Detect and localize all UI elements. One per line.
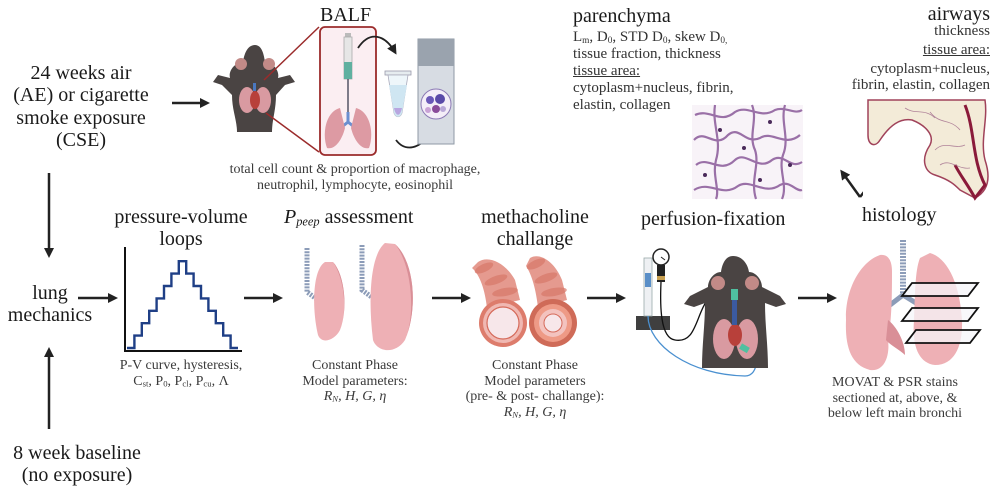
metric-sub: m	[582, 35, 590, 46]
histology-lungs-icon	[845, 240, 982, 371]
pv-loops-caption: P-V curve, hysteresis, Cst, P0, Pcl, Pcu…	[96, 358, 266, 389]
exposure-line: (CSE)	[56, 129, 106, 152]
metric-sub: 0,	[720, 35, 728, 46]
methacholine-airways-icon	[472, 256, 577, 347]
methacholine-title: methacholine challange	[460, 206, 610, 251]
param-sub: N	[512, 409, 519, 420]
parenchyma-metrics: Lm, D0, STD D0, skew D0, tissue fraction…	[573, 29, 734, 113]
lung-mechanics-line: lung	[32, 282, 68, 304]
metric-text: , skew D	[667, 29, 721, 45]
arrow-histology-to-parenchyma	[840, 169, 862, 198]
baseline-label: 8 week baseline (no exposure)	[2, 442, 152, 487]
ppeep-title-rest: assessment	[319, 206, 414, 228]
airway-histology-image	[863, 99, 991, 201]
sample-tube-icon	[384, 70, 412, 118]
parenchyma-line: tissue fraction, thickness	[573, 46, 721, 63]
lung-mechanics-line: mechanics	[7, 304, 93, 327]
parenchyma-line: cytoplasm+nucleus, fibrin,	[573, 79, 734, 96]
parenchyma-line: elastin, collagen	[573, 96, 671, 113]
metric-text: , STD D	[612, 29, 663, 45]
ppeep-lungs-icon	[304, 243, 413, 351]
methacholine-caption: Constant Phase Model parameters (pre- & …	[450, 358, 620, 421]
airways-title: airways	[927, 3, 990, 25]
param-sub: 0	[163, 378, 168, 389]
param-text: R	[503, 405, 513, 421]
exposure-line: smoke exposure	[16, 106, 146, 129]
ppeep-params: RN, H, G, η	[280, 389, 430, 405]
balf-title: BALF	[320, 4, 372, 26]
param-text: C	[133, 373, 143, 389]
methacholine-title-line: challange	[496, 228, 574, 251]
histology-caption: MOVAT & PSR stains sectioned at, above, …	[805, 375, 985, 422]
exposure-label: 24 weeks air (AE) or cigarette smoke exp…	[6, 62, 156, 152]
airways-tissue-area-label: tissue area:	[922, 41, 990, 58]
parenchyma-metric-line: Lm, D0, STD D0, skew D0,	[573, 29, 734, 46]
param-sub: cu	[203, 378, 212, 389]
balf-caption: total cell count & proportion of macroph…	[180, 162, 530, 193]
param-sub: cl	[182, 378, 189, 389]
pv-title-line: pressure-volume	[114, 206, 248, 228]
param-text: , H, G, η	[518, 405, 567, 421]
perfusion-mouse-icon	[684, 256, 786, 368]
balf-caption-line: neutrophil, lymphocyte, eosinophil	[257, 177, 453, 193]
balf-mouse-icon	[213, 26, 320, 153]
baseline-line: (no exposure)	[21, 464, 133, 487]
cytology-slide-icon	[417, 38, 455, 145]
methacholine-caption-line: Model parameters	[484, 373, 586, 389]
pv-loops-title: pressure-volume loops	[96, 206, 266, 251]
pv-caption-line: P-V curve, hysteresis,	[119, 358, 243, 373]
methacholine-title-line: methacholine	[481, 206, 589, 228]
ppeep-title: Ppeep assessment	[284, 206, 414, 229]
pv-title-line: loops	[159, 228, 203, 251]
param-text: , H, G, η	[338, 389, 387, 405]
pv-loop-plot	[124, 247, 242, 352]
section-plane-above	[900, 282, 980, 297]
param-text: , Λ	[211, 373, 229, 389]
perfusion-pump-icon	[636, 248, 758, 377]
lung-mechanics-label: lung mechanics	[2, 282, 98, 327]
balf-arrow-to-tube	[357, 35, 397, 55]
metric-text: L	[573, 29, 583, 45]
histology-caption-line: below left main bronchi	[827, 406, 963, 422]
pv-caption-params: Cst, P0, Pcl, Pcu, Λ	[96, 374, 266, 390]
airways-line: cytoplasm+nucleus,	[870, 60, 990, 77]
balf-caption-line: total cell count & proportion of macroph…	[229, 162, 481, 177]
methacholine-params: RN, H, G, η	[450, 405, 620, 421]
metric-sub: 0	[607, 35, 613, 46]
param-text: , P	[148, 373, 164, 389]
param-text: , P	[188, 373, 204, 389]
balf-lavage-box	[319, 26, 377, 156]
exposure-line: 24 weeks air	[30, 62, 132, 84]
parenchyma-histology-image	[692, 104, 803, 200]
airways-line: thickness	[934, 23, 990, 39]
param-text: R	[323, 389, 333, 405]
param-sub: N	[332, 394, 339, 405]
airways-line: fibrin, elastin, collagen	[851, 77, 990, 94]
ppeep-caption-line: Constant Phase	[312, 358, 398, 373]
histology-caption-line: sectioned at, above, &	[832, 390, 958, 406]
ppeep-title-sub: peep	[296, 214, 320, 229]
histology-caption-line: MOVAT & PSR stains	[832, 375, 958, 390]
histology-title: histology	[862, 204, 937, 226]
param-text: , P	[167, 373, 183, 389]
baseline-line: 8 week baseline	[13, 442, 141, 464]
flow-arrows	[44, 98, 882, 429]
airways-details: thickness tissue area: cytoplasm+nucleus…	[852, 23, 990, 94]
parenchyma-tissue-area-label: tissue area:	[573, 63, 641, 80]
ppeep-caption: Constant Phase Model parameters: RN, H, …	[280, 358, 430, 405]
exposure-line: (AE) or cigarette	[13, 84, 149, 107]
metric-sub: 0	[662, 35, 668, 46]
pv-staircase-curve	[127, 260, 238, 350]
methacholine-caption-line: (pre- & post- challange):	[465, 389, 605, 405]
section-plane-below	[904, 329, 982, 344]
ppeep-caption-line: Model parameters:	[302, 373, 408, 389]
methacholine-caption-line: Constant Phase	[492, 358, 578, 373]
param-sub: st	[142, 378, 149, 389]
metric-text: , D	[589, 29, 608, 45]
perfusion-title: perfusion-fixation	[641, 208, 786, 230]
parenchyma-title: parenchyma	[573, 5, 671, 27]
section-plane-at	[900, 307, 980, 322]
ppeep-title-p: P	[284, 206, 297, 228]
